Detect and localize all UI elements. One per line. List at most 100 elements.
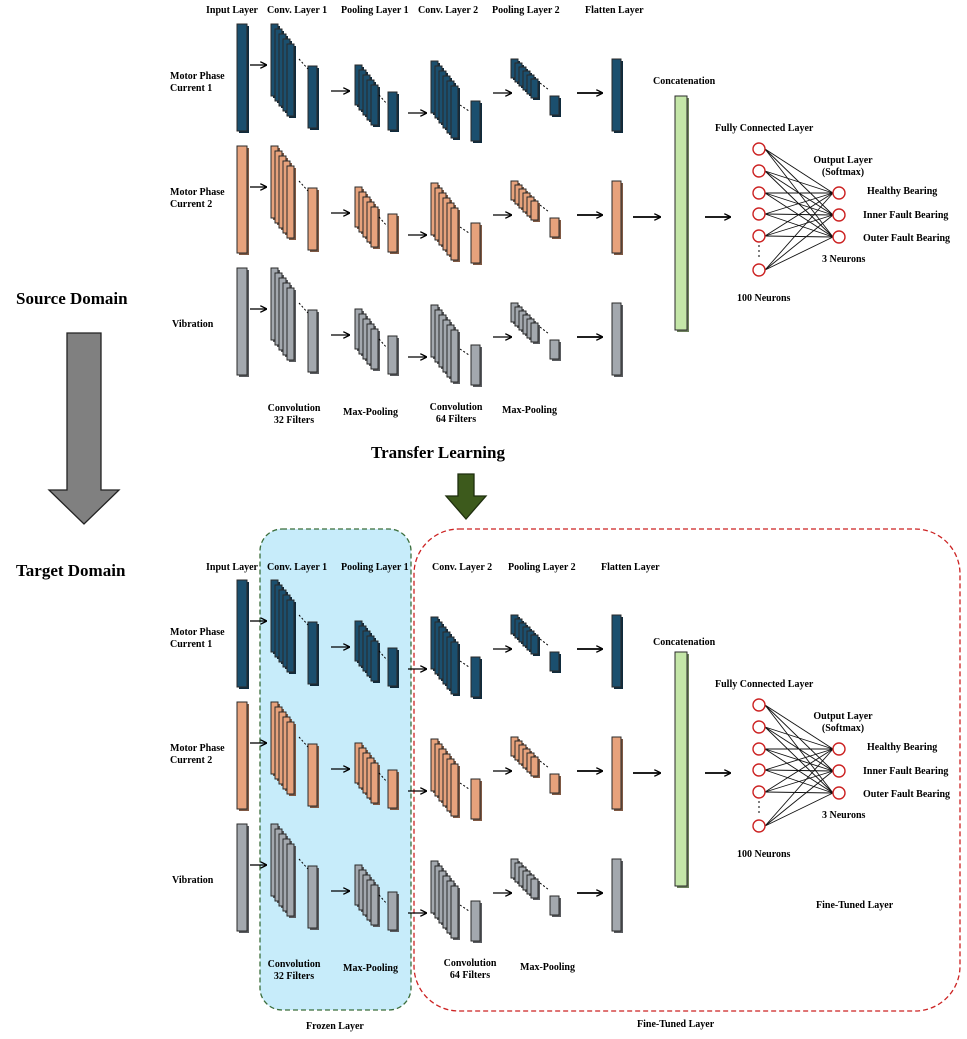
conv2-map-vibration <box>450 329 459 383</box>
caption-line: 32 Filters <box>273 971 315 982</box>
pool1-out-motor-phase-2 <box>387 213 398 253</box>
input-label-line: Current 1 <box>170 83 213 94</box>
input-layer-motor-phase-1 <box>236 579 248 688</box>
fc-connection <box>764 192 834 237</box>
conv-layer-1-header: Conv. Layer 1 <box>267 562 328 573</box>
caption-max-pooling-1: Max-Pooling <box>343 963 398 974</box>
fc-neuron <box>752 164 766 178</box>
caption-max-pooling-1: Max-Pooling <box>343 407 398 418</box>
pool2-dashed-vibration <box>539 326 550 335</box>
output-healthy: Healthy Bearing <box>867 186 938 197</box>
fc-connection <box>764 791 834 794</box>
fc-neuron <box>752 763 766 777</box>
conv2-map-motor-phase-1 <box>450 641 459 695</box>
conv1-out-motor-phase-1 <box>307 621 318 685</box>
conv2-dashed-motor-phase-2 <box>459 226 470 234</box>
fc-connection <box>764 792 834 827</box>
conv1-out-motor-phase-2 <box>307 743 318 807</box>
fc-neuron <box>752 186 766 200</box>
concatenation-bar <box>674 651 688 887</box>
fully-connected-header: Fully Connected Layer <box>715 123 814 134</box>
pool1-map-motor-phase-1 <box>370 640 379 682</box>
fc-connection <box>764 170 834 194</box>
concatenation-header: Concatenation <box>653 76 716 87</box>
fc-100-neurons: 100 Neurons <box>737 293 791 304</box>
flatten-vibration <box>611 858 622 932</box>
caption-line: Convolution <box>267 959 321 970</box>
conv1-dashed-motor-phase-1 <box>298 58 309 70</box>
input-label-vibration: Vibration <box>172 875 214 886</box>
conv2-map-motor-phase-2 <box>450 207 459 261</box>
output-3-neurons: 3 Neurons <box>822 810 866 821</box>
fine-tuned-layer-label: Fine-Tuned Layer <box>637 1019 715 1030</box>
pool1-map-motor-phase-2 <box>370 206 379 248</box>
fc-connection <box>764 770 834 827</box>
conv2-map-vibration <box>450 885 459 939</box>
fc-neuron <box>752 785 766 799</box>
conv1-map-motor-phase-1 <box>286 43 295 117</box>
fc-connection <box>764 192 834 216</box>
fine-tuned-inner-label: Fine-Tuned Layer <box>816 900 894 911</box>
fully-connected-header: Fully Connected Layer <box>715 679 814 690</box>
conv2-out-motor-phase-2 <box>470 222 481 264</box>
output-inner-fault: Inner Fault Bearing <box>863 210 949 221</box>
flatten-motor-phase-2 <box>611 180 622 254</box>
pool1-dashed-motor-phase-1 <box>378 94 388 105</box>
input-label-line: Current 1 <box>170 639 213 650</box>
pool1-out-vibration <box>387 335 398 375</box>
target-domain-label: Target Domain <box>16 561 126 580</box>
flatten-layer-header: Flatten Layer <box>601 562 660 573</box>
pooling-layer-2-header: Pooling Layer 2 <box>508 562 576 573</box>
output-outer-fault: Outer Fault Bearing <box>863 789 951 800</box>
fc-neuron <box>752 263 766 277</box>
fc-connection <box>764 214 834 237</box>
output-neuron <box>832 742 846 756</box>
caption-line: Convolution <box>267 403 321 414</box>
fc-neuron <box>752 698 766 712</box>
conv-layer-2-header: Conv. Layer 2 <box>418 5 479 16</box>
conv-layer-2-header: Conv. Layer 2 <box>432 562 493 573</box>
input-layer-vibration <box>236 823 248 932</box>
pool2-dashed-motor-phase-1 <box>539 82 550 91</box>
caption-line: Convolution <box>443 958 497 969</box>
flatten-motor-phase-1 <box>611 614 622 688</box>
conv1-map-motor-phase-2 <box>286 165 295 239</box>
conv1-map-vibration <box>286 843 295 917</box>
flatten-motor-phase-2 <box>611 736 622 810</box>
caption-line: 32 Filters <box>273 415 315 426</box>
fc-connection <box>764 748 834 827</box>
pool1-out-motor-phase-1 <box>387 647 398 687</box>
fc-neuron <box>752 229 766 243</box>
pool2-dashed-motor-phase-2 <box>539 760 550 769</box>
conv2-out-motor-phase-1 <box>470 656 481 698</box>
concatenation-header: Concatenation <box>653 637 716 648</box>
transfer-learning-arrow <box>444 473 488 520</box>
fc-connection <box>764 726 834 750</box>
caption-line: 64 Filters <box>435 414 477 425</box>
pool2-dashed-motor-phase-2 <box>539 204 550 213</box>
fc-neuron <box>752 742 766 756</box>
source-domain-label: Source Domain <box>16 289 128 308</box>
conv1-out-vibration <box>307 865 318 929</box>
pool2-map-motor-phase-2 <box>530 756 539 777</box>
fc-connection <box>764 235 834 238</box>
pool2-out-motor-phase-2 <box>549 217 560 238</box>
softmax-label: (Softmax) <box>821 723 865 734</box>
input-layer-motor-phase-2 <box>236 145 248 254</box>
pool2-map-motor-phase-1 <box>530 78 539 99</box>
conv1-out-vibration <box>307 309 318 373</box>
pool2-out-motor-phase-2 <box>549 773 560 794</box>
conv1-map-motor-phase-2 <box>286 721 295 795</box>
pool2-dashed-vibration <box>539 882 550 891</box>
transfer-learning-label: Transfer Learning <box>371 443 505 462</box>
pooling-layer-2-header: Pooling Layer 2 <box>492 5 560 16</box>
output-3-neurons: 3 Neurons <box>822 254 866 265</box>
conv1-dashed-vibration <box>298 302 309 314</box>
fine-tuned-region <box>413 528 961 1012</box>
fc-neuron <box>752 142 766 156</box>
fc-neuron <box>752 720 766 734</box>
